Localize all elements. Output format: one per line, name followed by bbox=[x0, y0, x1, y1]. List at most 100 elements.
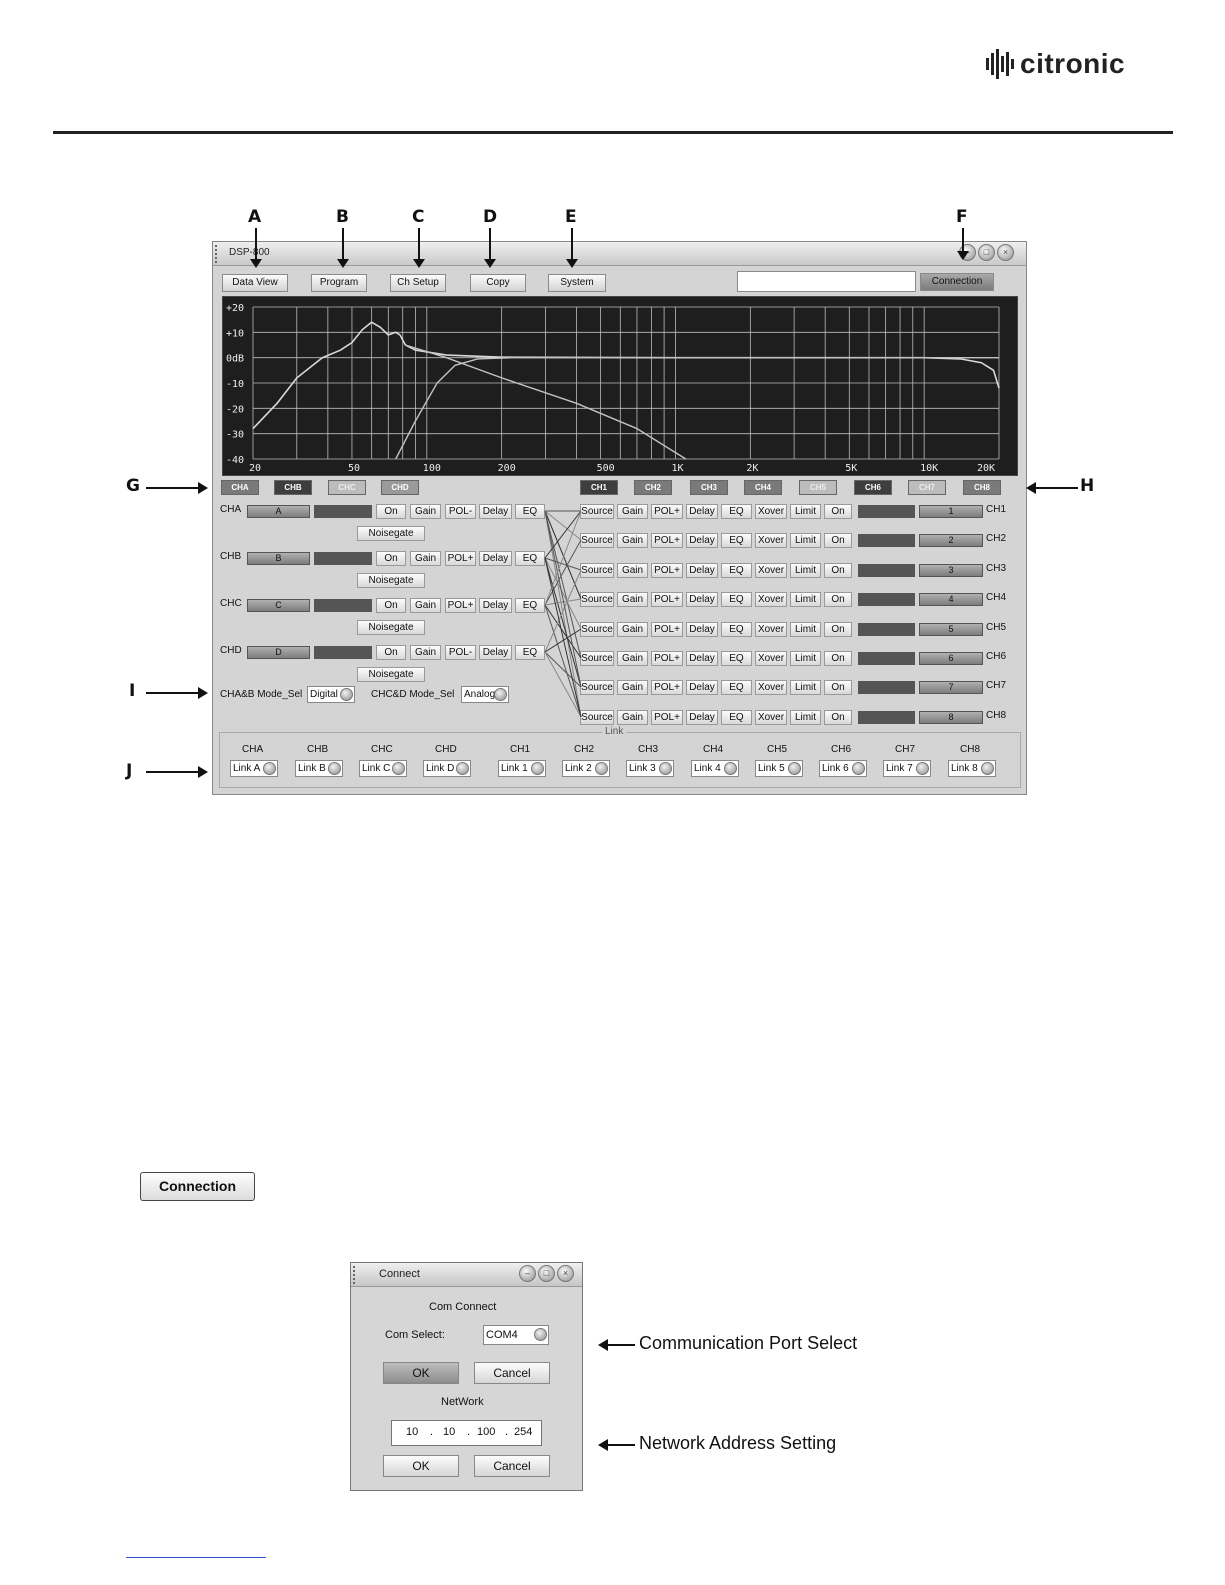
dropdown-knob-icon[interactable] bbox=[340, 688, 353, 701]
output-pol-button[interactable]: POL+ bbox=[651, 533, 683, 548]
output-source-button[interactable]: Source bbox=[580, 651, 614, 666]
output-tab-ch7[interactable]: CH7 bbox=[908, 480, 946, 495]
output-tab-ch1[interactable]: CH1 bbox=[580, 480, 618, 495]
minimize-icon[interactable]: – bbox=[519, 1265, 536, 1282]
output-source-button[interactable]: Source bbox=[580, 592, 614, 607]
copy-button[interactable]: Copy bbox=[470, 274, 526, 292]
ip-octet-4[interactable]: 254 bbox=[514, 1426, 533, 1438]
noisegate-button[interactable]: Noisegate bbox=[357, 620, 425, 635]
chab-mode-select[interactable]: Digital bbox=[307, 686, 355, 703]
dropdown-knob-icon[interactable] bbox=[595, 762, 608, 775]
output-eq-button[interactable]: EQ bbox=[721, 563, 752, 578]
output-eq-button[interactable]: EQ bbox=[721, 680, 752, 695]
input-tab-cha[interactable]: CHA bbox=[221, 480, 259, 495]
output-xover-button[interactable]: Xover bbox=[755, 592, 787, 607]
link-select[interactable]: Link C bbox=[359, 760, 407, 777]
input-on-button[interactable]: On bbox=[376, 598, 406, 613]
output-pol-button[interactable]: POL+ bbox=[651, 592, 683, 607]
input-tab-chb[interactable]: CHB bbox=[274, 480, 312, 495]
input-tab-chc[interactable]: CHC bbox=[328, 480, 366, 495]
link-select[interactable]: Link 4 bbox=[691, 760, 739, 777]
maximize-icon[interactable]: □ bbox=[978, 244, 995, 261]
output-source-button[interactable]: Source bbox=[580, 710, 614, 725]
grip-icon[interactable] bbox=[353, 1266, 361, 1284]
output-on-button[interactable]: On bbox=[824, 651, 852, 666]
link-select[interactable]: Link 5 bbox=[755, 760, 803, 777]
output-name-slot[interactable]: 3 bbox=[919, 564, 983, 577]
system-button[interactable]: System bbox=[548, 274, 606, 292]
input-gain-button[interactable]: Gain bbox=[410, 645, 441, 660]
output-on-button[interactable]: On bbox=[824, 504, 852, 519]
input-delay-button[interactable]: Delay bbox=[479, 645, 512, 660]
input-delay-button[interactable]: Delay bbox=[479, 504, 512, 519]
dropdown-knob-icon[interactable] bbox=[916, 762, 929, 775]
status-field[interactable] bbox=[737, 271, 916, 292]
output-name-slot[interactable]: 1 bbox=[919, 505, 983, 518]
output-eq-button[interactable]: EQ bbox=[721, 622, 752, 637]
link-select[interactable]: Link 7 bbox=[883, 760, 931, 777]
ip-octet-2[interactable]: 10 bbox=[443, 1426, 456, 1438]
com-cancel-button[interactable]: Cancel bbox=[474, 1362, 550, 1384]
input-pol-button[interactable]: POL- bbox=[445, 645, 476, 660]
output-delay-button[interactable]: Delay bbox=[686, 592, 718, 607]
ip-octet-3[interactable]: 100 bbox=[477, 1426, 496, 1438]
input-gain-button[interactable]: Gain bbox=[410, 598, 441, 613]
com-select-dropdown[interactable]: COM4 bbox=[483, 1325, 549, 1345]
output-pol-button[interactable]: POL+ bbox=[651, 622, 683, 637]
dropdown-knob-icon[interactable] bbox=[494, 688, 507, 701]
output-limit-button[interactable]: Limit bbox=[790, 592, 821, 607]
link-select[interactable]: Link D bbox=[423, 760, 471, 777]
maximize-icon[interactable]: □ bbox=[538, 1265, 555, 1282]
grip-icon[interactable] bbox=[215, 245, 223, 263]
output-pol-button[interactable]: POL+ bbox=[651, 680, 683, 695]
output-delay-button[interactable]: Delay bbox=[686, 651, 718, 666]
output-name-slot[interactable]: 6 bbox=[919, 652, 983, 665]
output-xover-button[interactable]: Xover bbox=[755, 622, 787, 637]
link-select[interactable]: Link 2 bbox=[562, 760, 610, 777]
output-gain-button[interactable]: Gain bbox=[617, 651, 648, 666]
output-delay-button[interactable]: Delay bbox=[686, 563, 718, 578]
output-gain-button[interactable]: Gain bbox=[617, 533, 648, 548]
output-delay-button[interactable]: Delay bbox=[686, 710, 718, 725]
input-pol-button[interactable]: POL+ bbox=[445, 551, 476, 566]
dropdown-knob-icon[interactable] bbox=[659, 762, 672, 775]
output-name-slot[interactable]: 8 bbox=[919, 711, 983, 724]
link-select[interactable]: Link A bbox=[230, 760, 278, 777]
output-source-button[interactable]: Source bbox=[580, 563, 614, 578]
output-limit-button[interactable]: Limit bbox=[790, 563, 821, 578]
dropdown-knob-icon[interactable] bbox=[981, 762, 994, 775]
connection-button-large[interactable]: Connection bbox=[140, 1172, 255, 1201]
input-name-slot[interactable]: A bbox=[247, 505, 310, 518]
output-xover-button[interactable]: Xover bbox=[755, 680, 787, 695]
input-eq-button[interactable]: EQ bbox=[515, 551, 545, 566]
input-pol-button[interactable]: POL- bbox=[445, 504, 476, 519]
network-ok-button[interactable]: OK bbox=[383, 1455, 459, 1477]
output-gain-button[interactable]: Gain bbox=[617, 504, 648, 519]
network-cancel-button[interactable]: Cancel bbox=[474, 1455, 550, 1477]
output-gain-button[interactable]: Gain bbox=[617, 710, 648, 725]
noisegate-button[interactable]: Noisegate bbox=[357, 526, 425, 541]
dropdown-knob-icon[interactable] bbox=[392, 762, 405, 775]
output-pol-button[interactable]: POL+ bbox=[651, 710, 683, 725]
dropdown-knob-icon[interactable] bbox=[263, 762, 276, 775]
output-name-slot[interactable]: 2 bbox=[919, 534, 983, 547]
output-on-button[interactable]: On bbox=[824, 680, 852, 695]
output-tab-ch4[interactable]: CH4 bbox=[744, 480, 782, 495]
output-limit-button[interactable]: Limit bbox=[790, 680, 821, 695]
close-icon[interactable]: × bbox=[557, 1265, 574, 1282]
output-xover-button[interactable]: Xover bbox=[755, 651, 787, 666]
dropdown-knob-icon[interactable] bbox=[852, 762, 865, 775]
noisegate-button[interactable]: Noisegate bbox=[357, 573, 425, 588]
input-gain-button[interactable]: Gain bbox=[410, 504, 441, 519]
link-select[interactable]: Link 6 bbox=[819, 760, 867, 777]
data-view-button[interactable]: Data View bbox=[222, 274, 288, 292]
chcd-mode-select[interactable]: Analog bbox=[461, 686, 509, 703]
output-tab-ch2[interactable]: CH2 bbox=[634, 480, 672, 495]
input-gain-button[interactable]: Gain bbox=[410, 551, 441, 566]
input-on-button[interactable]: On bbox=[376, 504, 406, 519]
output-limit-button[interactable]: Limit bbox=[790, 533, 821, 548]
output-limit-button[interactable]: Limit bbox=[790, 710, 821, 725]
output-eq-button[interactable]: EQ bbox=[721, 533, 752, 548]
routing-matrix[interactable] bbox=[543, 504, 583, 724]
ip-octet-1[interactable]: 10 bbox=[406, 1426, 419, 1438]
